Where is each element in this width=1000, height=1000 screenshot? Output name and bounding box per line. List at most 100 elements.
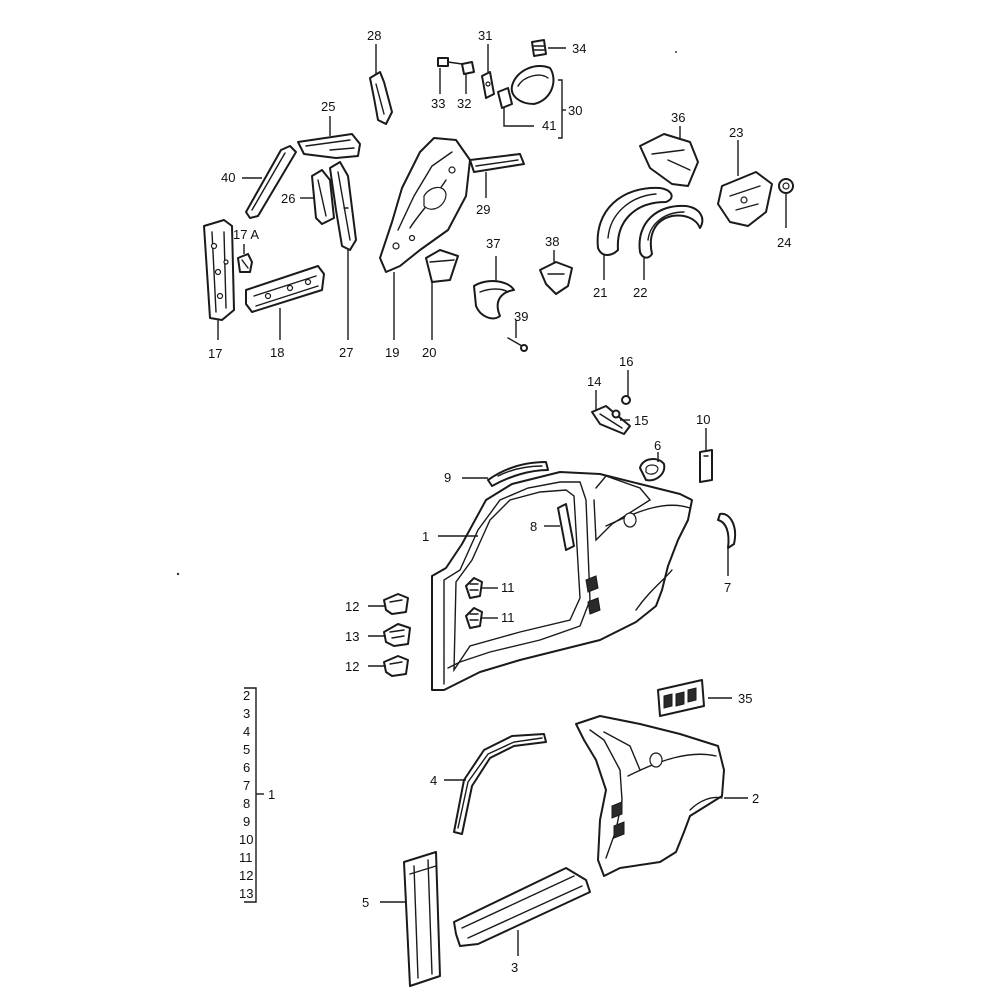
label-38: 38 [545,234,559,249]
part-11-hinge-lower [465,607,498,629]
legend-item: 3 [243,706,250,721]
label-12-upper: 12 [345,599,359,614]
part-17a-clip [237,244,253,273]
part-22-wheel-housing [638,204,704,280]
part-13-clip [368,623,411,647]
label-14: 14 [587,374,601,389]
label-33: 33 [431,96,445,111]
label-27: 27 [339,345,353,360]
label-23: 23 [729,125,743,140]
label-24: 24 [777,235,791,250]
label-16: 16 [619,354,633,369]
part-39-screw [507,320,528,352]
label-13: 13 [345,629,359,644]
label-22: 22 [633,285,647,300]
scan-speck [176,572,180,576]
part-7-trim [717,512,736,576]
part-5-a-pillar [380,851,441,987]
part-2-quarter-panel [575,715,748,877]
part-16-screw [621,370,631,405]
part-26-panel [300,169,335,225]
part-9-roof-rail [462,461,549,487]
label-20: 20 [422,345,436,360]
part-6-ring [639,452,666,482]
label-29: 29 [476,202,490,217]
part-27-pillar [329,161,357,340]
label-3: 3 [511,960,518,975]
part-20-box [425,249,459,340]
label-37: 37 [486,236,500,251]
legend-item: 10 [239,832,253,847]
legend-item: 9 [243,814,250,829]
part-10-trim [699,428,713,483]
label-11-upper: 11 [501,580,515,595]
part-18-rocker-inner [245,265,325,340]
label-34: 34 [572,41,586,56]
label-21: 21 [593,285,607,300]
legend-item: 2 [243,688,250,703]
part-21-wheel-housing [596,186,673,280]
label-28: 28 [367,28,381,43]
label-7: 7 [724,580,731,595]
part-34-cap [531,39,566,57]
legend-group-label: 1 [268,787,275,802]
part-3-rocker-sill [453,867,591,956]
label-25: 25 [321,99,335,114]
part-24-grommet [778,178,794,228]
label-35: 35 [738,691,752,706]
label-30: 30 [568,103,582,118]
part-15-washer [611,409,630,421]
scan-speck [675,51,677,53]
part-14-hinge [591,390,631,435]
legend-item: 5 [243,742,250,757]
label-41: 41 [542,118,556,133]
label-15: 15 [634,413,648,428]
label-8: 8 [530,519,537,534]
part-11-hinge-upper [465,577,498,599]
label-18: 18 [270,345,284,360]
label-26: 26 [281,191,295,206]
legend: 2 3 4 5 6 7 8 9 10 11 12 13 1 [239,687,275,903]
legend-item: 11 [239,850,253,865]
label-32: 32 [457,96,471,111]
label-1: 1 [422,529,429,544]
part-31-hinge-plate [481,44,495,99]
part-33-bolt [437,57,463,94]
label-11-lower: 11 [501,610,515,625]
legend-item: 8 [243,796,250,811]
part-36-bracket [639,126,699,187]
label-31: 31 [478,28,492,43]
part-12-clip-upper [368,593,409,615]
part-38-bracket [539,250,573,295]
label-2: 2 [752,791,759,806]
part-25-bracket [297,116,361,159]
label-36: 36 [671,110,685,125]
legend-item: 4 [243,724,250,739]
label-17a: 17 A [233,227,259,242]
part-40-strip [242,145,297,219]
part-1-body-side-assembly [431,471,693,691]
legend-item: 7 [243,778,250,793]
legend-item: 13 [239,886,253,901]
part-28-bracket [369,44,393,125]
label-19: 19 [385,345,399,360]
label-17: 17 [208,346,222,361]
label-5: 5 [362,895,369,910]
label-10: 10 [696,412,710,427]
label-40: 40 [221,170,235,185]
legend-item: 12 [239,868,253,883]
part-29-rail [469,153,525,198]
part-8-pillar-trim [544,503,575,551]
part-30-fuel-flap [497,65,566,139]
legend-item: 6 [243,760,250,775]
label-39: 39 [514,309,528,324]
label-12-lower: 12 [345,659,359,674]
part-17-panel [203,219,235,340]
part-4-frame-rail [444,733,547,835]
label-6: 6 [654,438,661,453]
part-12-clip-lower [368,655,409,677]
part-35-vent-grille [657,679,732,717]
part-19-inner-quarter [379,137,471,340]
